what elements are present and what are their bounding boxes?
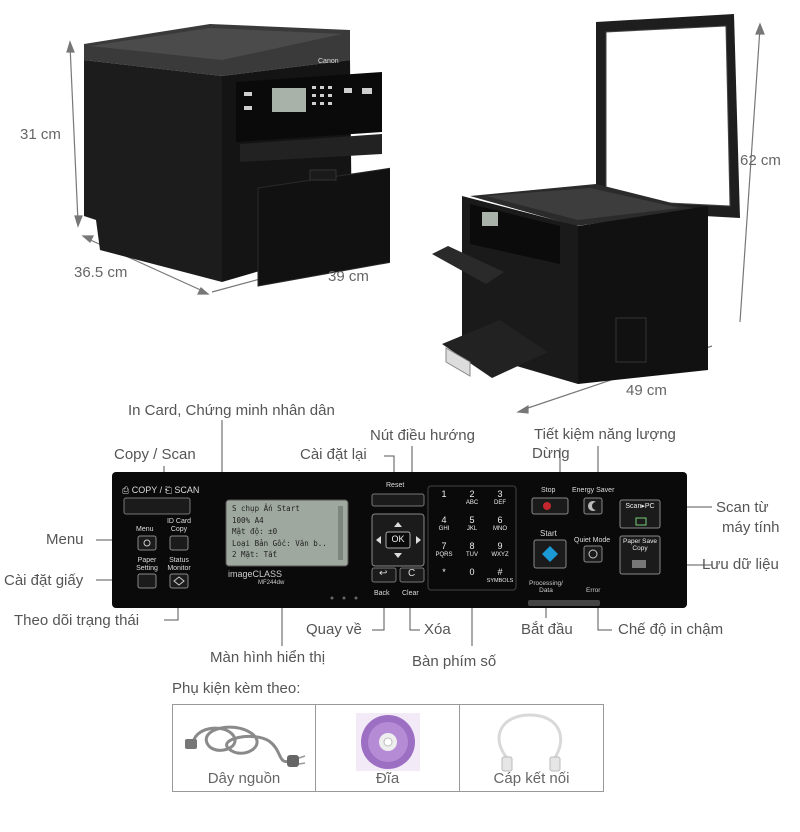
copy-icon: ⎙: [122, 485, 130, 495]
callout-energy: Tiết kiệm năng lượng: [534, 426, 676, 443]
key-hash[interactable]: #SYMBOLS: [486, 567, 514, 585]
error-indicator: Error: [586, 587, 601, 594]
back-icon: ↩: [379, 568, 388, 579]
accessory-disc: Đĩa: [316, 705, 460, 791]
accessory-power-cable: Dây nguồn: [173, 705, 316, 791]
height-closed-label: 31 cm: [20, 126, 61, 143]
clear-icon: C: [408, 568, 416, 579]
copy-label: COPY: [131, 485, 158, 495]
menu-button-label[interactable]: Menu: [136, 526, 154, 533]
lcd-line: 100% A4: [232, 515, 264, 525]
callout-clear: Xóa: [424, 621, 451, 638]
control-panel: [96, 420, 712, 646]
callout-paper-setting: Cài đặt giấy: [4, 572, 84, 589]
width-open-label: 49 cm: [626, 382, 667, 399]
lcd-line: S chụp Ấn Start: [232, 504, 300, 513]
processing-indicator: Processing/Data: [529, 580, 563, 594]
accessory-name: Cáp kết nối: [493, 770, 570, 787]
callout-start: Bắt đầu: [521, 621, 573, 638]
back-button-label[interactable]: Back: [374, 590, 390, 597]
lcd-line: 2 Mặt: Tắt: [232, 550, 278, 559]
lcd-line: Mật độ: ±0: [232, 527, 278, 536]
accessories-table: Dây nguồn Đĩa Cáp kết nối: [172, 704, 604, 792]
accessory-name: Dây nguồn: [207, 770, 281, 787]
key-0[interactable]: 0: [469, 567, 475, 577]
clear-button-label[interactable]: Clear: [402, 590, 419, 597]
height-open-label: 62 cm: [740, 152, 781, 169]
callout-reset: Cài đặt lại: [300, 446, 367, 463]
key-1[interactable]: 1: [441, 489, 447, 499]
accessories-title: Phụ kiện kèm theo:: [172, 680, 301, 697]
callout-scan-pc: Scan từ máy tính: [716, 499, 780, 536]
usb-cable-icon: [497, 713, 563, 772]
svg-text:Canon: Canon: [318, 58, 339, 65]
scan-pc-button[interactable]: Scan▸PC: [625, 503, 655, 510]
ok-button[interactable]: OK: [391, 534, 405, 544]
callout-keypad: Bàn phím số: [412, 653, 497, 670]
accessory-usb-cable: Cáp kết nối: [460, 705, 603, 791]
callout-stop: Dừng: [532, 445, 570, 462]
copy-scan-button[interactable]: ⎙ COPY / ⎗ SCAN: [122, 485, 200, 495]
quiet-mode-label[interactable]: Quiet Mode: [574, 537, 611, 544]
callout-id-card: In Card, Chứng minh nhân dân: [128, 402, 335, 419]
power-cable-icon: [185, 725, 306, 767]
callout-status-monitor: Theo dõi trạng thái: [14, 612, 140, 629]
start-button-label[interactable]: Start: [540, 529, 557, 538]
callout-navigation: Nút điều hướng: [370, 427, 475, 444]
key-star[interactable]: *: [442, 567, 446, 577]
callout-back: Quay về: [306, 621, 362, 638]
printer-open-image: [432, 14, 765, 414]
callout-save-data: Lưu dữ liệu: [702, 556, 779, 573]
depth-closed-label: 36.5 cm: [74, 264, 128, 281]
cd-disc-icon: [356, 713, 420, 771]
callout-display: Màn hình hiển thị: [210, 649, 326, 666]
lcd-line: Loại Bản Gốc: Văn b..: [232, 538, 327, 548]
printer-closed-image: Canon: [66, 24, 390, 295]
accessory-name: Đĩa: [375, 770, 400, 787]
stop-button-label[interactable]: Stop: [541, 487, 556, 494]
lcd-screen: S chụp Ấn Start 100% A4 Mật độ: ±0 Loại …: [232, 503, 336, 561]
reset-button-label[interactable]: Reset: [386, 482, 405, 489]
model-name: imageCLASS MF244dw: [228, 569, 285, 587]
scan-label: SCAN: [174, 485, 200, 495]
energy-saver-label[interactable]: Energy Saver: [572, 487, 615, 494]
callout-copy-scan: Copy / Scan: [114, 446, 196, 463]
width-closed-label: 39 cm: [328, 268, 369, 285]
callout-quiet: Chế độ in chậm: [618, 621, 724, 638]
callout-menu: Menu: [46, 531, 84, 548]
scan-icon: ⎗: [164, 485, 172, 495]
